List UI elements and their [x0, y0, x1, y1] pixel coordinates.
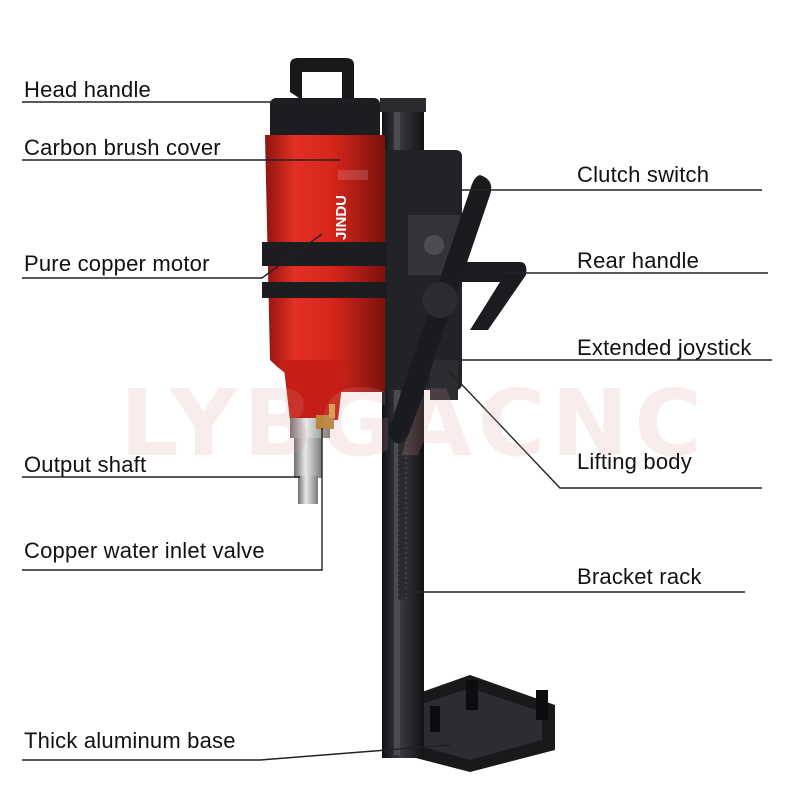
label-copper-water-inlet-valve: Copper water inlet valve — [24, 538, 265, 563]
rear-handle-shape — [455, 262, 527, 330]
leader-lines — [22, 101, 772, 761]
label-clutch-switch: Clutch switch — [577, 162, 710, 187]
leader-lifting-body — [447, 369, 762, 489]
joystick-shape — [389, 175, 492, 444]
brand-logo: JINDU — [333, 195, 350, 240]
label-thick-aluminum-base: Thick aluminum base — [24, 728, 236, 753]
label-rear-handle: Rear handle — [577, 248, 700, 273]
label-extended-joystick: Extended joystick — [577, 335, 752, 360]
label-output-shaft: Output shaft — [24, 452, 147, 477]
watermark: LYBGACNC — [120, 370, 708, 477]
motor-body: JINDU — [262, 58, 387, 392]
leader-pure-copper-motor — [22, 233, 323, 279]
leader-aluminum-base — [22, 744, 451, 761]
label-pure-copper-motor: Pure copper motor — [24, 251, 210, 276]
aluminum-base — [385, 675, 555, 772]
label-lifting-body: Lifting body — [577, 449, 692, 474]
label-carbon-brush-cover: Carbon brush cover — [24, 135, 221, 160]
leader-water-valve — [22, 428, 323, 571]
label-bracket-rack: Bracket rack — [577, 564, 702, 589]
gear-head-and-shaft — [283, 360, 345, 504]
label-head-handle: Head handle — [24, 77, 151, 102]
